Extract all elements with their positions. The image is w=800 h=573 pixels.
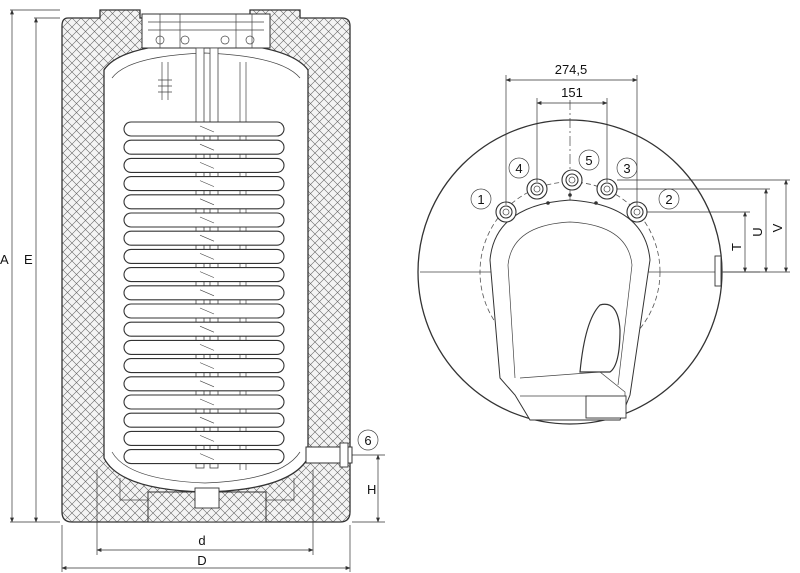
side-view: 6 A E d D H	[0, 9, 385, 572]
connection-4-marker	[508, 157, 530, 179]
coil-turn	[123, 194, 285, 210]
coil-turn-detail	[199, 416, 215, 424]
top-connection-box	[141, 13, 271, 49]
heat-exchanger-coil	[123, 121, 285, 465]
coil-turn-detail	[199, 344, 215, 351]
connection-5-pipe	[561, 169, 583, 191]
dimension-H-label: H	[367, 482, 376, 497]
coil-turn-detail	[199, 180, 215, 187]
connection-6-marker	[357, 429, 379, 451]
connection-5-label: 5	[585, 153, 592, 168]
dimension-T-label: T	[729, 243, 744, 251]
top-cover-tongue	[579, 303, 621, 373]
coil-turn-detail	[199, 453, 215, 460]
coil-turn	[123, 157, 285, 173]
connection-3-label: 3	[623, 161, 630, 176]
coil-turn-detail	[199, 125, 215, 133]
coil-turn	[123, 430, 285, 446]
dimension-D-label: D	[197, 553, 206, 568]
coil-turn-detail	[199, 143, 215, 151]
coil-turn	[123, 394, 285, 410]
coil-turn	[123, 139, 285, 155]
dimension-A-label: A	[0, 252, 9, 267]
connection-1-label: 1	[477, 192, 484, 207]
coil-turn-detail	[199, 253, 215, 260]
coil-turn	[123, 412, 285, 428]
coil-turn-detail	[199, 307, 215, 315]
connection-1-marker	[470, 188, 492, 210]
coil-turn	[123, 376, 285, 392]
top-cover-outline	[489, 199, 651, 421]
coil-turn-detail	[199, 325, 215, 333]
coil-turn-detail	[199, 380, 215, 388]
coil-turn	[123, 358, 285, 374]
connection-6-label: 6	[364, 433, 371, 448]
coil-turn-detail	[199, 289, 215, 297]
dimension-E-label: E	[24, 252, 33, 267]
coil-turn-detail	[199, 234, 215, 242]
coil-turn	[123, 303, 285, 319]
coil-turn	[123, 449, 285, 465]
coil-turn	[123, 321, 285, 337]
coil-turn	[123, 121, 285, 137]
connection-4-label: 4	[515, 161, 522, 176]
connection-2-label: 2	[665, 192, 672, 207]
dimension-274-5-label: 274,5	[555, 62, 588, 77]
coil-turn-detail	[199, 398, 215, 406]
coil-turn	[123, 176, 285, 192]
dimension-151-label: 151	[561, 85, 583, 100]
dimension-d-label: d	[198, 533, 205, 548]
coil-turn-detail	[199, 435, 215, 442]
coil-turn	[123, 285, 285, 301]
coil-turn	[123, 339, 285, 355]
coil-turn-detail	[199, 271, 215, 278]
coil-turn-detail	[199, 198, 215, 206]
coil-turn	[123, 267, 285, 283]
top-view: 1 4 5 3 2 274,5 151 T U V	[417, 62, 790, 425]
dimension-U-label: U	[750, 227, 765, 236]
coil-turn	[123, 212, 285, 228]
connection-5-marker	[578, 149, 600, 171]
coil-turn-detail	[199, 216, 215, 224]
dimension-V-label: V	[770, 223, 785, 232]
connection-4-pipe	[526, 178, 548, 200]
coil-turn	[123, 248, 285, 264]
coil-turn-detail	[199, 362, 215, 369]
coil-turn	[123, 230, 285, 246]
coil-turn-detail	[199, 162, 215, 169]
